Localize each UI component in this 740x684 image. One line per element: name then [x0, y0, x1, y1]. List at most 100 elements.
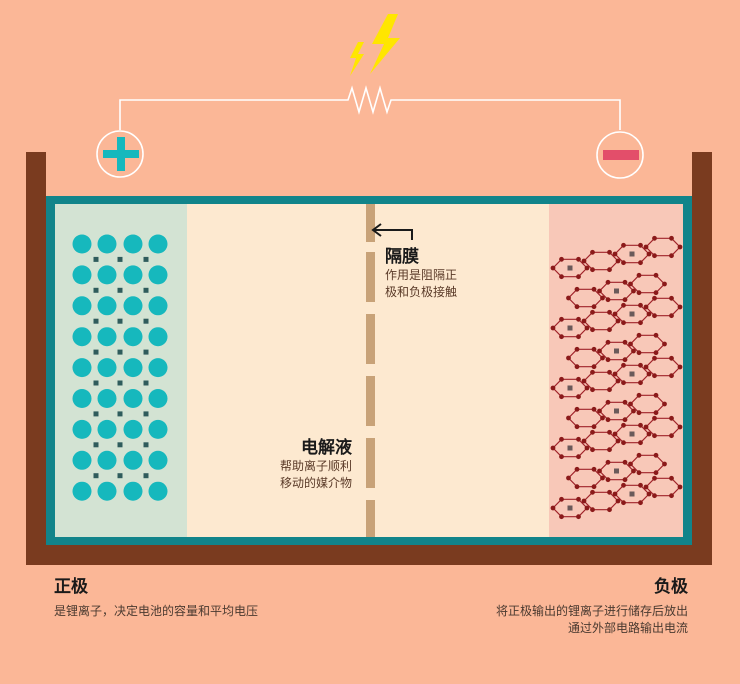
stored-ion-marker [567, 445, 573, 451]
lattice-node [646, 311, 652, 317]
ion-gap-marker [143, 473, 149, 479]
lattice-node [643, 364, 649, 370]
lattice-node [652, 355, 657, 361]
lattice-node [636, 410, 642, 416]
lithium-ion [72, 389, 92, 408]
lithium-ion [72, 296, 92, 316]
lithium-ion [148, 296, 168, 316]
lattice-node [550, 445, 556, 451]
lattice-node [566, 415, 571, 421]
lattice-node [590, 489, 595, 495]
lithium-ion [148, 265, 168, 285]
lattice-node [669, 493, 674, 499]
lattice-node [615, 378, 621, 384]
lattice-node [653, 332, 659, 338]
lattice-node [597, 348, 602, 354]
lattice-node [559, 316, 564, 322]
lattice-node [605, 279, 611, 285]
lattice-node [677, 364, 683, 370]
lattice-node [652, 235, 657, 241]
separator-label: 隔膜 作用是阻隔正 极和负极接触 [385, 247, 457, 301]
ion-gap-marker [143, 411, 149, 417]
stored-ion-marker [567, 385, 573, 391]
lattice-node [605, 357, 611, 363]
lithium-ion [148, 327, 168, 347]
lattice-node [576, 334, 581, 340]
lattice-node [636, 332, 642, 338]
lattice-node [581, 258, 587, 264]
lattice-node [636, 470, 642, 476]
lattice-node [646, 371, 652, 377]
lattice-node [607, 369, 612, 375]
lattice-node [669, 295, 674, 301]
electrolyte-title: 电解液 [301, 438, 352, 458]
lithium-ion [97, 234, 117, 254]
lattice-node [669, 355, 674, 361]
lithium-ion [97, 389, 117, 408]
lattice-node [581, 378, 587, 384]
lattice-node [574, 364, 580, 370]
lattice-node [638, 380, 643, 386]
positive-label: 正极 是锂离子，决定电池的容量和平均电压 [54, 577, 258, 620]
lattice-node [584, 505, 590, 511]
positive-title: 正极 [54, 577, 88, 597]
lattice-node [576, 514, 581, 520]
ion-gap-marker [93, 287, 99, 293]
lattice-node [559, 496, 564, 502]
lithium-ion [123, 450, 143, 470]
lattice-node [662, 341, 667, 347]
lattice-node [607, 249, 612, 255]
lattice-node [652, 295, 657, 301]
lattice-node [621, 440, 626, 446]
lattice-node [591, 346, 597, 352]
electrolyte-desc-line-2: 移动的媒介物 [279, 476, 352, 490]
lattice-node [576, 394, 581, 400]
lattice-node [584, 265, 590, 271]
lattice-node [677, 244, 683, 250]
lattice-node [653, 350, 659, 356]
lattice-node [653, 452, 659, 458]
ion-gap-marker [93, 411, 99, 417]
lithium-ion [123, 358, 143, 378]
lattice-node [584, 445, 590, 451]
external-circuit [119, 85, 621, 130]
lattice-node [669, 433, 674, 439]
lattice-node [576, 256, 581, 262]
stored-ion-marker [629, 251, 635, 257]
lattice-node [643, 424, 649, 430]
lattice-node [566, 295, 571, 301]
lattice-node [607, 489, 612, 495]
lattice-node [591, 286, 597, 292]
lattice-node [576, 496, 581, 502]
lattice-node [590, 309, 595, 315]
lithium-ion [148, 450, 168, 470]
lithium-ion [123, 234, 143, 254]
lattice-node [621, 380, 626, 386]
lattice-node [653, 470, 659, 476]
lattice-node [653, 290, 659, 296]
lattice-node [607, 309, 612, 315]
lattice-node [581, 318, 587, 324]
lattice-node [574, 346, 580, 352]
lattice-node [607, 267, 612, 273]
lattice-node [559, 334, 564, 340]
anode-graphite-lattice [550, 235, 683, 520]
lattice-node [621, 362, 626, 368]
lattice-node [669, 475, 674, 481]
ion-gap-marker [143, 287, 149, 293]
lattice-node [591, 364, 597, 370]
lattice-node [622, 357, 628, 363]
lattice-node [653, 392, 659, 398]
minus-terminal-icon [596, 131, 644, 179]
lithium-ion [148, 358, 168, 378]
ion-gap-marker [93, 380, 99, 386]
lattice-node [652, 493, 657, 499]
lattice-node [662, 401, 667, 407]
plus-terminal-icon [96, 130, 144, 178]
lattice-node [638, 320, 643, 326]
lattice-node [638, 242, 643, 248]
lattice-node [631, 468, 636, 474]
lattice-node [622, 477, 628, 483]
lattice-node [559, 274, 564, 280]
negative-title: 负极 [654, 577, 688, 597]
